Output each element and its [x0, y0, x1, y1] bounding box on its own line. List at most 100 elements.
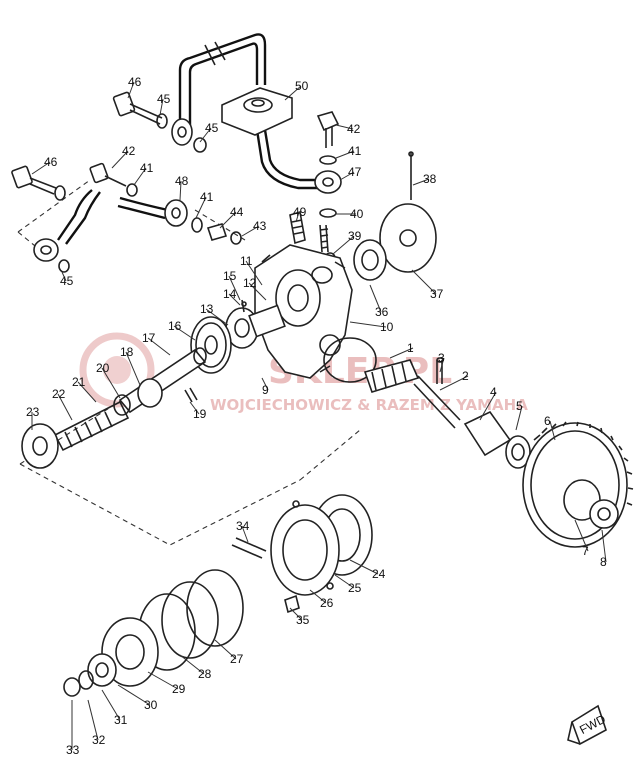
leader-line	[284, 85, 302, 101]
leader-line	[117, 684, 151, 706]
callout-number: 41	[348, 144, 362, 158]
leader-line	[261, 377, 269, 391]
callout-number: 12	[243, 276, 257, 290]
callout-number: 42	[122, 144, 136, 158]
callout-number: 36	[375, 305, 389, 319]
leader-line	[219, 211, 237, 229]
leader-line	[389, 347, 414, 359]
pin-disc-bearing-group	[353, 151, 437, 281]
callout-number: 31	[114, 713, 128, 727]
leader-line	[332, 235, 355, 255]
leader-line	[101, 367, 121, 399]
leader-line	[61, 271, 67, 282]
leader-line	[549, 420, 556, 441]
leader-line	[179, 654, 205, 675]
callout-number: 45	[60, 274, 74, 288]
callout-number: 19	[193, 407, 207, 421]
oil-pipe	[178, 33, 322, 190]
callout-number: 39	[348, 229, 362, 243]
main-housing	[254, 244, 377, 383]
leader-line	[195, 196, 207, 219]
callout-number: 47	[348, 165, 362, 179]
leader-line	[439, 375, 469, 391]
callout-number: 23	[26, 405, 40, 419]
callout-number: 33	[66, 743, 80, 757]
leader-line	[295, 211, 300, 223]
callout-number: 41	[140, 161, 154, 175]
callout-number: 40	[350, 207, 364, 221]
leader-line	[601, 529, 607, 563]
callout-number: 44	[230, 205, 244, 219]
fwd-arrow-icon: FWD	[567, 704, 608, 746]
leader-line	[245, 260, 263, 286]
leader-line	[412, 178, 430, 186]
leader-line	[179, 180, 182, 201]
callout-number: 6	[544, 414, 551, 428]
callout-number: 13	[200, 302, 214, 316]
leader-line	[125, 351, 141, 386]
callout-number: 43	[253, 219, 267, 233]
leader-line	[133, 167, 147, 186]
leader-line	[205, 308, 229, 326]
callout-number: 24	[372, 567, 386, 581]
callout-number: 27	[230, 652, 244, 666]
callout-number: 4	[490, 385, 497, 399]
part-50-union-block	[221, 87, 293, 136]
leader-line	[87, 699, 99, 741]
banjo-bolt-group-upper	[112, 91, 207, 153]
leader-line	[349, 559, 379, 575]
leader-lines	[31, 81, 607, 750]
lower-pump-group	[63, 494, 373, 697]
callout-number: 2	[462, 369, 469, 383]
callout-number: 22	[52, 387, 66, 401]
leader-line	[574, 519, 589, 552]
leader-line	[335, 124, 354, 130]
callout-number: 7	[582, 544, 589, 558]
leader-line	[31, 161, 51, 175]
callout-number: 38	[423, 172, 437, 186]
banjo-bolt-group-right	[314, 111, 342, 218]
watermark-tagline: WOJCIECHOWICZ & RAZEM Z YAMAHA	[210, 396, 528, 414]
callout-number: 45	[157, 92, 171, 106]
callout-number: 49	[293, 205, 307, 219]
leader-line	[369, 284, 382, 313]
watermark-logo-dot	[103, 356, 131, 384]
input-shaft-group	[21, 347, 207, 469]
leader-line	[199, 127, 212, 143]
callout-number: 42	[347, 122, 361, 136]
callout-number: 25	[348, 581, 362, 595]
leader-line	[77, 381, 97, 403]
callout-number: 45	[205, 121, 219, 135]
callout-number: 32	[92, 733, 106, 747]
callout-number: 37	[430, 287, 444, 301]
leader-line	[214, 639, 237, 660]
callout-number: 9	[262, 383, 269, 397]
leader-line	[411, 269, 437, 295]
leader-line	[515, 405, 523, 431]
callout-number: 10	[380, 320, 394, 334]
leader-line	[479, 391, 497, 421]
leader-line	[159, 98, 164, 116]
leader-line	[289, 607, 303, 621]
shaft-oil-seal-group	[225, 299, 286, 349]
callout-number: 1	[407, 341, 414, 355]
leader-line	[228, 293, 241, 306]
leader-line	[173, 325, 196, 341]
leader-line	[111, 150, 129, 169]
leader-line	[349, 321, 387, 328]
part-6-driven-gear	[522, 421, 634, 548]
leader-line	[241, 225, 260, 237]
callout-number: 15	[223, 269, 237, 283]
callout-number: 35	[296, 613, 310, 627]
leader-line	[241, 525, 249, 543]
callout-number: 41	[200, 190, 214, 204]
leader-line	[335, 150, 355, 159]
leader-line	[439, 357, 445, 373]
leader-line	[189, 401, 200, 415]
callout-numbers: 1234567891011121314151617181920212223242…	[26, 75, 607, 757]
callout-number: 17	[142, 331, 156, 345]
callout-number: 16	[168, 319, 182, 333]
callout-number: 50	[295, 79, 309, 93]
